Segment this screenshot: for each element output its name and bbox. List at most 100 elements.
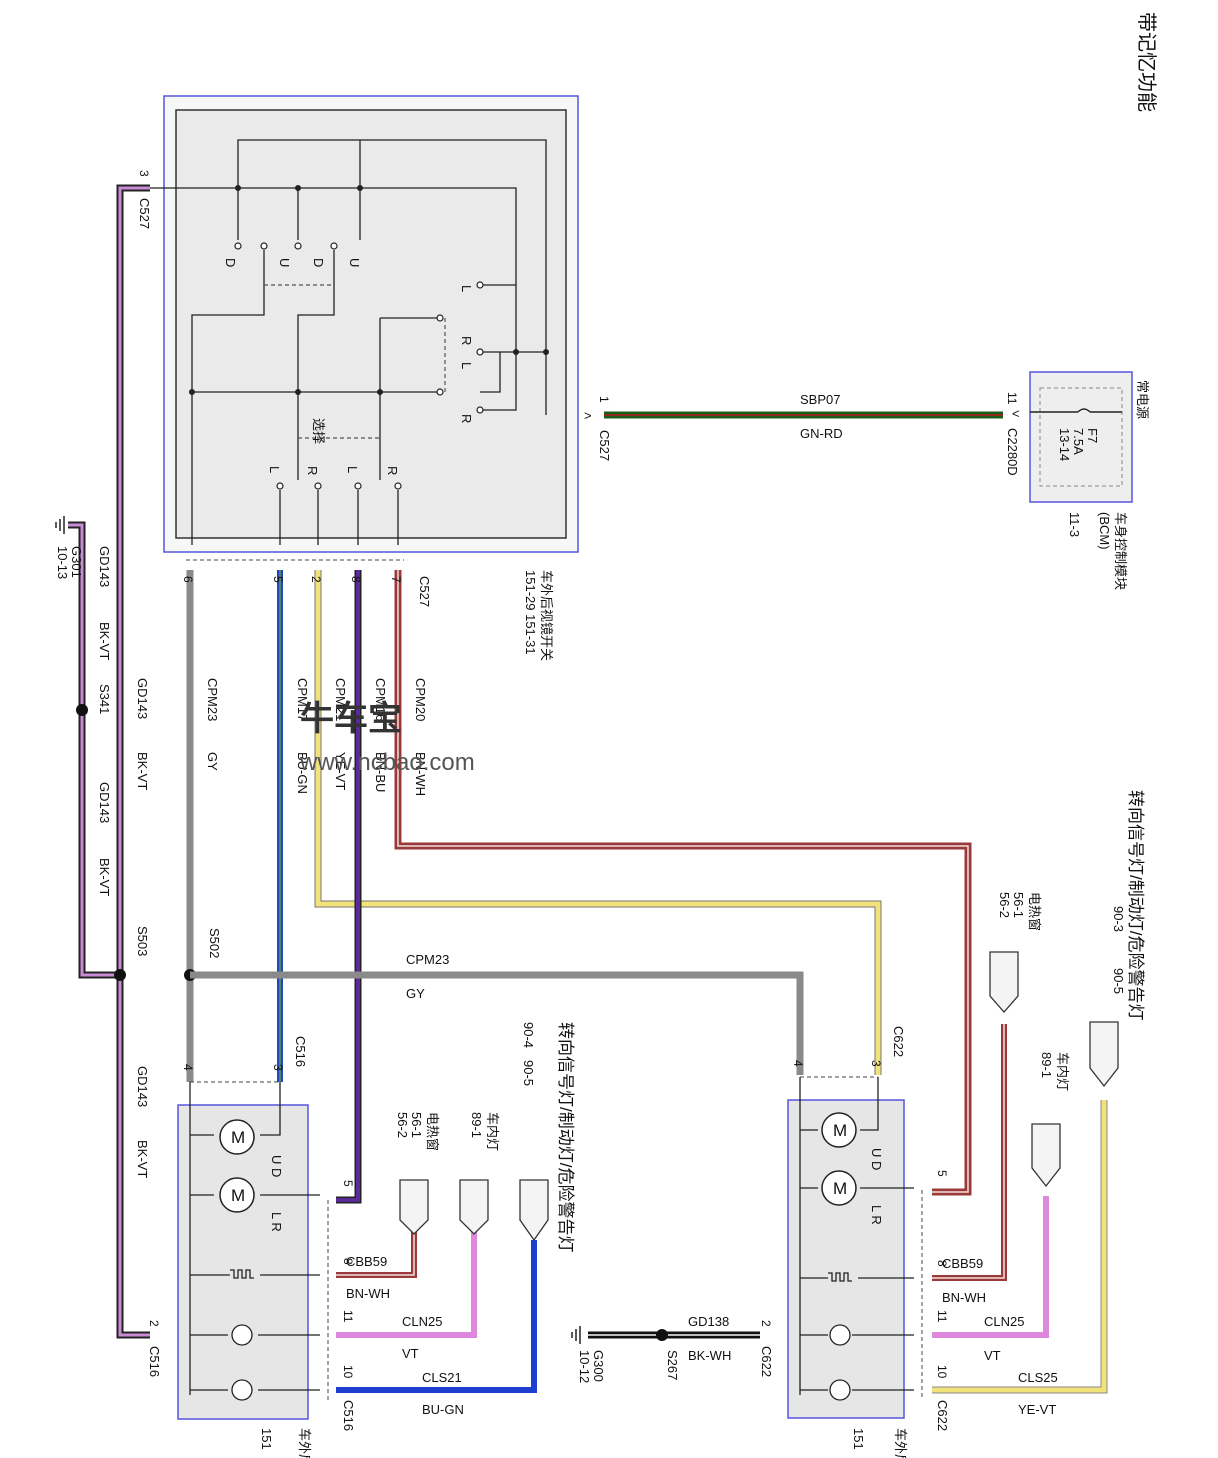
bcm-box bbox=[1029, 371, 1133, 503]
gd143-circuit: GD143 bbox=[97, 546, 112, 587]
fuse-rating: 7.5A bbox=[1071, 428, 1086, 455]
right-ref-lamp-grid: 89-1 bbox=[1039, 1052, 1054, 1078]
switch-connector-label: C527 bbox=[417, 576, 432, 607]
wire-color: BU-GN bbox=[295, 752, 310, 794]
right-pin: 2 bbox=[759, 1320, 773, 1327]
wire-color: BN-WH bbox=[413, 752, 428, 796]
left-ref-heater-grid: 56-2 bbox=[395, 1112, 410, 1138]
wire-color: BN-BU bbox=[373, 752, 388, 792]
contact-label: L bbox=[345, 466, 360, 473]
wire-circuit: CPM23 bbox=[205, 678, 220, 721]
left-pin: 11 bbox=[341, 1310, 355, 1323]
gd138-color: BK-WH bbox=[688, 1348, 731, 1363]
fuse-id: F7 bbox=[1085, 428, 1100, 443]
cpm23-right-color: GY bbox=[406, 986, 425, 1001]
switch-pin: 2 bbox=[309, 576, 323, 583]
gd143-switch-pin: 3 bbox=[137, 170, 151, 177]
left-lamp-color: VT bbox=[402, 1346, 419, 1361]
switch-pin: 5 bbox=[271, 576, 285, 583]
ground-g300: G300 bbox=[591, 1350, 606, 1382]
switch-contact-labels: D U D U L R L R L R L R 选择 bbox=[223, 258, 474, 475]
splice-s341 bbox=[76, 704, 88, 716]
left-ref-turn-grid: 90-5 bbox=[521, 1060, 536, 1086]
left-ref-turn-grid: 90-4 bbox=[521, 1022, 536, 1048]
left-heater-color: BN-WH bbox=[346, 1286, 390, 1301]
right-pin: 4 bbox=[791, 1060, 805, 1067]
left-connector-gnd: C516 bbox=[147, 1346, 162, 1377]
left-pin: 3 bbox=[271, 1064, 285, 1071]
watermark-url: www.ncbao.com bbox=[299, 749, 475, 776]
right-mirror-label: 车外后视镜 bbox=[893, 1428, 908, 1458]
left-ref-heater: 电热窗 bbox=[425, 1112, 440, 1151]
right-pin: 3 bbox=[869, 1060, 883, 1067]
bcm-abbr: (BCM) bbox=[1097, 512, 1112, 550]
right-wire-cln25 bbox=[932, 1196, 1049, 1338]
right-motor1-dir: U D bbox=[869, 1148, 884, 1170]
left-motor2-dir: L R bbox=[269, 1212, 284, 1232]
contact-label: R bbox=[459, 414, 474, 423]
right-pin: 5 bbox=[935, 1170, 949, 1177]
left-turn-circuit: CLS21 bbox=[422, 1370, 462, 1385]
right-motor2-dir: L R bbox=[869, 1205, 884, 1225]
contact-label: D bbox=[223, 258, 238, 267]
contact-label: U bbox=[277, 258, 292, 267]
right-ref-turn-grid: 90-5 bbox=[1111, 968, 1126, 994]
left-motor1-label: M bbox=[231, 1128, 245, 1147]
switch-pin: 8 bbox=[349, 576, 363, 583]
left-ref-turn: 转向信号灯/制动灯/危险警告灯 bbox=[556, 1022, 575, 1252]
left-ref-lamp: 车内灯 bbox=[485, 1112, 500, 1151]
right-mirror-box bbox=[787, 1076, 923, 1419]
cpm23-right-circuit: CPM23 bbox=[406, 952, 449, 967]
bcm-connector: C2280D bbox=[1005, 428, 1020, 476]
left-turn-color: BU-GN bbox=[422, 1402, 464, 1417]
splice-s503-label: S503 bbox=[135, 926, 150, 956]
bcm-ref: 11-3 bbox=[1067, 512, 1082, 537]
bcm-pin: 11 bbox=[1005, 392, 1019, 405]
left-ref-tags bbox=[399, 1179, 549, 1242]
switch-name: 车外后视镜开关 bbox=[539, 570, 554, 661]
left-connector-bottom: C516 bbox=[341, 1400, 356, 1431]
contact-label: D bbox=[311, 258, 326, 267]
wire-color: YE-VT bbox=[333, 752, 348, 790]
right-turn-color: YE-VT bbox=[1018, 1402, 1056, 1417]
splice-s503 bbox=[114, 969, 126, 981]
left-pin: 5 bbox=[341, 1180, 355, 1187]
switch-pin: 6 bbox=[181, 576, 195, 583]
feed-color: GN-RD bbox=[800, 426, 843, 441]
left-lamp-circuit: CLN25 bbox=[402, 1314, 442, 1329]
ground-g300-symbol bbox=[571, 1326, 581, 1344]
contact-label: R bbox=[385, 466, 400, 475]
left-mirror-label: 车外后视镜 bbox=[297, 1428, 312, 1458]
right-motor1-label: M bbox=[833, 1121, 847, 1140]
right-heater-color: BN-WH bbox=[942, 1290, 986, 1305]
right-pin: 10 bbox=[935, 1365, 949, 1379]
right-ref-turn: 转向信号灯/制动灯/危险警告灯 bbox=[1126, 790, 1145, 1020]
gd143-switch-connector: C527 bbox=[137, 198, 152, 229]
right-motor2-label: M bbox=[833, 1179, 847, 1198]
feed-pin: 1 bbox=[597, 396, 611, 403]
feed-arrow: > bbox=[584, 408, 592, 423]
ground-g301-ref: 10-13 bbox=[55, 546, 70, 579]
left-pin: 10 bbox=[341, 1365, 355, 1379]
gd143-color: BK-VT bbox=[97, 622, 112, 660]
left-motor1-dir: U D bbox=[269, 1155, 284, 1177]
fuse-grid: 13-14 bbox=[1057, 428, 1072, 461]
right-ref-heater-grid: 56-2 bbox=[997, 892, 1012, 918]
left-ref-heater-grid: 56-1 bbox=[409, 1112, 424, 1138]
splice-s341-label: S341 bbox=[97, 684, 112, 714]
diagram-title: 带记忆功能 bbox=[1135, 12, 1158, 112]
left-pin: 4 bbox=[181, 1064, 195, 1071]
wire-gd143 bbox=[68, 184, 150, 1339]
ground-g301: G301 bbox=[69, 546, 84, 578]
gd143-circuit: GD143 bbox=[97, 782, 112, 823]
left-heater-circuit: CBB59 bbox=[346, 1254, 387, 1269]
right-wire-cls25 bbox=[932, 1100, 1108, 1394]
ground-g301-symbol bbox=[55, 516, 65, 534]
right-ref-tags bbox=[989, 951, 1119, 1188]
left-mirror-box bbox=[177, 1081, 329, 1420]
left-wire-cbb59 bbox=[336, 1230, 417, 1278]
right-lamp-color: VT bbox=[984, 1348, 1001, 1363]
gd143-color: BK-VT bbox=[135, 1140, 150, 1178]
wire-circuit: CPM20 bbox=[413, 678, 428, 721]
contact-label: U bbox=[347, 258, 362, 267]
